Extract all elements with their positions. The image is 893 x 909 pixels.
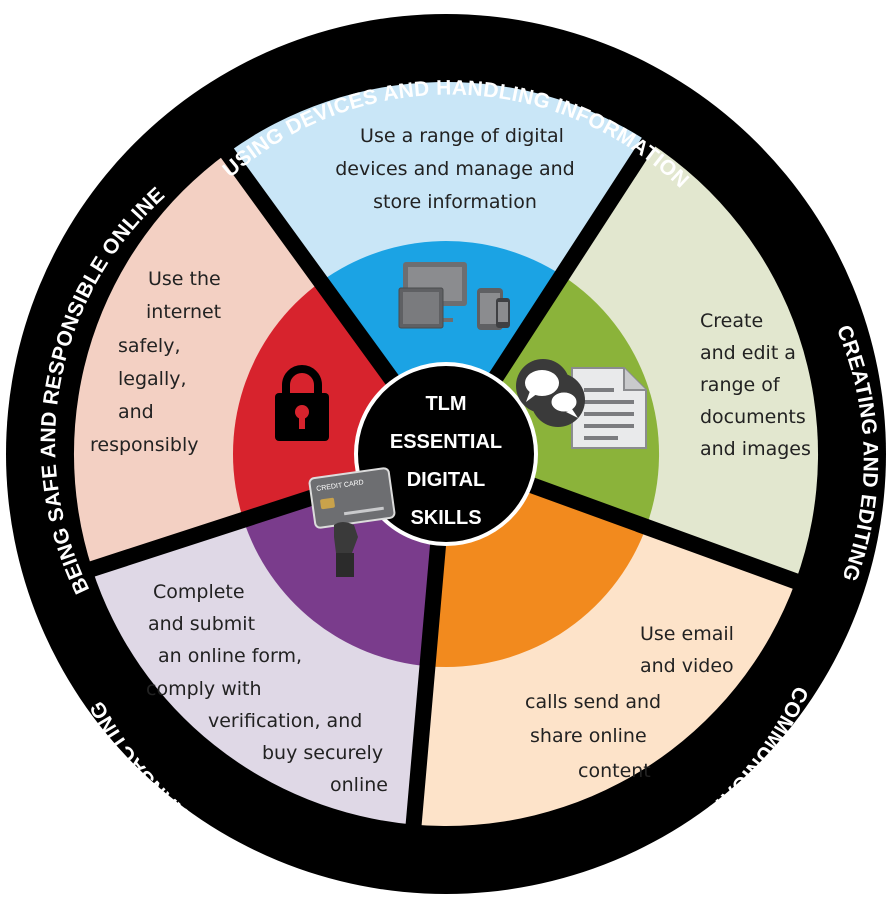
communicating-text-line-4: share online <box>530 725 647 747</box>
safe-text-line-5: and <box>118 401 154 423</box>
transacting-text-line-2: and submit <box>148 613 255 635</box>
transacting-text-line-1: Complete <box>153 581 245 603</box>
communicating-text-line-2: and video <box>640 655 734 677</box>
creating-text-line-3: range of <box>700 374 781 396</box>
creating-text-line-2: and edit a <box>700 342 796 364</box>
document-icon <box>571 367 647 449</box>
devices-text-line-3: store information <box>373 191 537 213</box>
devices-text-line-2: devices and manage and <box>335 158 575 180</box>
transacting-text-line-4: comply with <box>146 678 262 700</box>
creating-text-line-4: documents <box>700 406 806 428</box>
center-title: TLM ESSENTIAL DIGITAL SKILLS <box>390 393 502 529</box>
communicating-description: Use email and video calls send and share… <box>525 623 734 782</box>
transacting-text-line-6: buy securely <box>262 742 383 764</box>
chat-bubbles-icon <box>516 359 585 427</box>
creating-text-line-5: and images <box>700 438 811 460</box>
transacting-text-line-7: online <box>330 774 388 796</box>
creating-text-line-1: Create <box>700 310 763 332</box>
center-line-3: DIGITAL <box>407 469 486 491</box>
communicating-text-line-3: calls send and <box>525 691 661 713</box>
safe-text-line-6: responsibly <box>90 434 198 456</box>
padlock-icon <box>275 365 329 441</box>
devices-icon <box>398 262 510 330</box>
safe-text-line-4: legally, <box>118 368 187 390</box>
safe-text-line-1: Use the <box>148 268 221 290</box>
center-line-2: ESSENTIAL <box>390 431 502 453</box>
center-hub <box>354 362 538 546</box>
credit-card-icon: CREDIT CARD <box>308 467 396 577</box>
communicating-text-line-5: content <box>578 760 651 782</box>
devices-description: Use a range of digital devices and manag… <box>335 125 575 213</box>
safe-text-line-3: safely, <box>118 335 180 357</box>
creating-description: Create and edit a range of documents and… <box>700 310 811 460</box>
safe-text-line-2: internet <box>146 301 221 323</box>
communicating-text-line-1: Use email <box>640 623 734 645</box>
transacting-text-line-5: verification, and <box>208 710 362 732</box>
devices-text-line-1: Use a range of digital <box>360 125 564 147</box>
safe-description: Use the internet safely, legally, and re… <box>90 268 221 456</box>
transacting-text-line-3: an online form, <box>158 645 302 667</box>
center-line-1: TLM <box>425 393 466 415</box>
transacting-description: Complete and submit an online form, comp… <box>146 581 388 796</box>
center-line-4: SKILLS <box>410 507 481 529</box>
